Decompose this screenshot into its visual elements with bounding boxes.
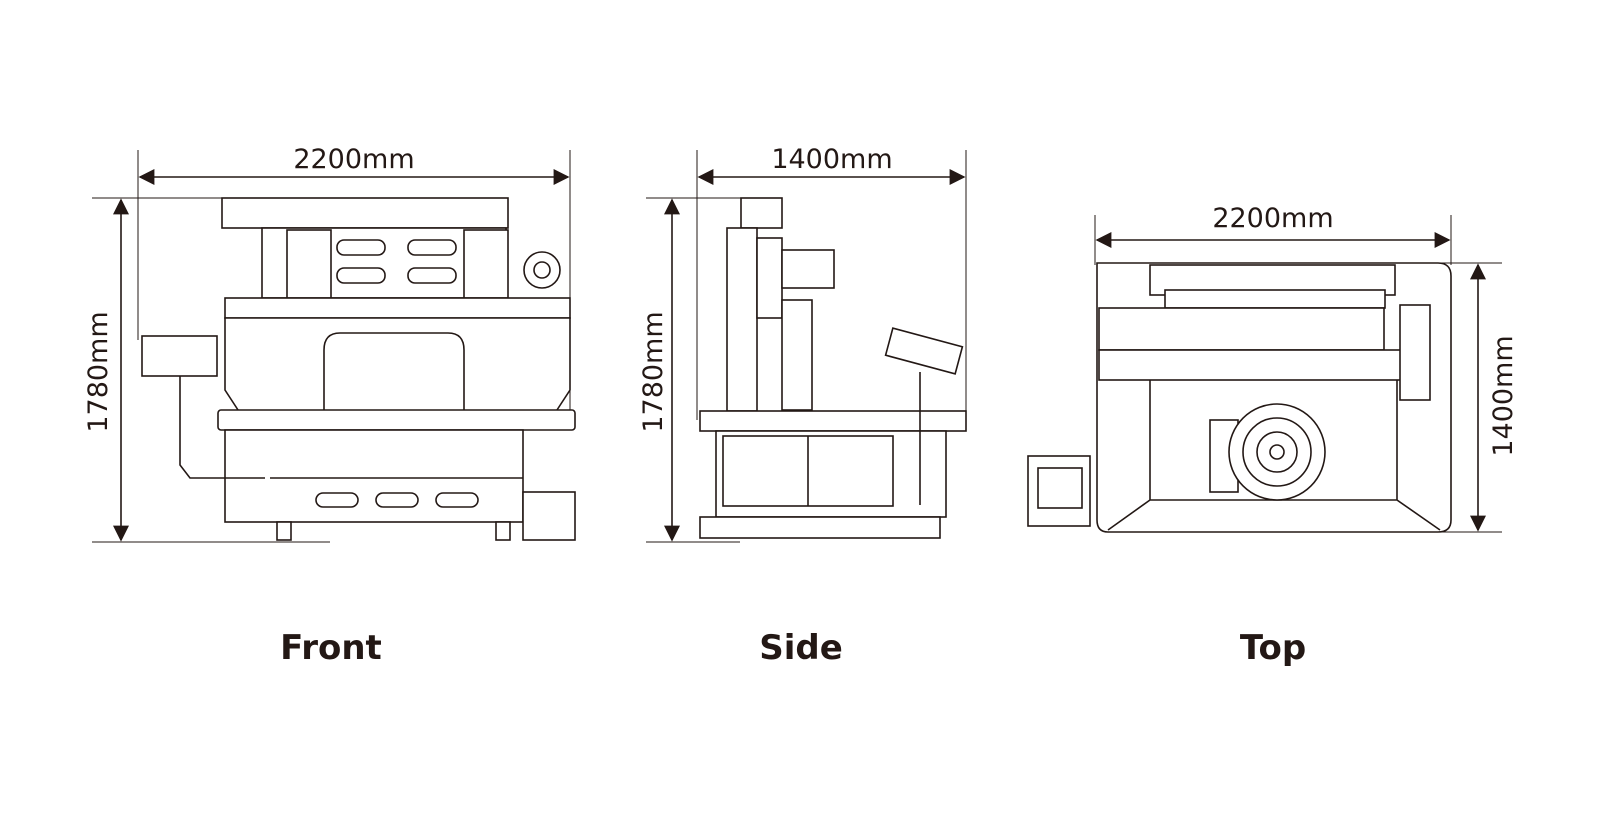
top-width-dimension: 2200mm — [1094, 203, 1452, 265]
top-height-dimension: 1400mm — [1440, 262, 1519, 533]
top-caption: Top — [1239, 628, 1307, 668]
side-width-label: 1400mm — [771, 144, 892, 175]
front-machine-drawing — [141, 197, 576, 541]
side-width-dimension: 1400mm — [696, 144, 967, 420]
side-view: 1400mm 1780mm — [638, 144, 967, 543]
side-machine-drawing — [699, 197, 967, 539]
front-width-dimension: 2200mm — [137, 144, 571, 420]
top-height-label: 1400mm — [1488, 335, 1519, 456]
front-height-label: 1780mm — [83, 311, 114, 432]
top-width-label: 2200mm — [1212, 203, 1333, 234]
front-view: 2200mm 1780mm — [83, 144, 576, 543]
side-caption: Side — [759, 628, 843, 668]
top-machine-drawing — [1027, 262, 1452, 533]
front-height-dimension: 1780mm — [83, 197, 330, 543]
side-height-dimension: 1780mm — [638, 197, 782, 543]
top-view: 2200mm 1400mm — [1027, 203, 1519, 533]
front-width-label: 2200mm — [293, 144, 414, 175]
side-height-label: 1780mm — [638, 311, 669, 432]
front-caption: Front — [280, 628, 382, 668]
